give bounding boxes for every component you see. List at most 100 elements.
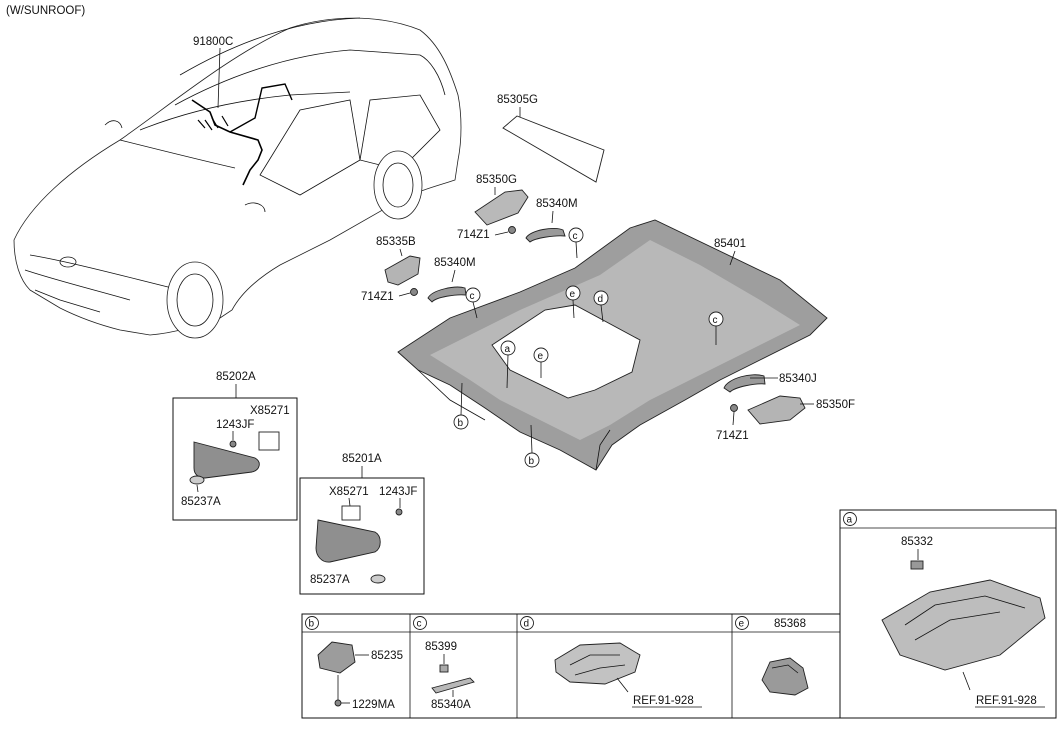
callout-a-1-text: a — [505, 344, 511, 355]
label-85350g: 85350G — [476, 174, 517, 186]
callout-c-2-text: c — [470, 291, 475, 302]
label-85202a: 85202A — [216, 371, 256, 383]
part-714z1-screw-b — [410, 288, 418, 296]
part-85237a-clip-a — [189, 475, 205, 485]
leader-a-1 — [506, 354, 509, 389]
detail-c-callout — [413, 616, 427, 630]
part-x85271-label-a — [258, 431, 280, 451]
detail-e-callout-text: e — [739, 619, 745, 630]
label-1243jf-a: 1243JF — [216, 419, 254, 431]
detail-a-lamp-lens — [910, 560, 924, 570]
callout-b-1-text: b — [458, 418, 464, 429]
leader-b-1 — [460, 382, 463, 416]
callout-e-2-text: e — [538, 351, 544, 362]
part-1243jf-screw-b — [395, 508, 403, 516]
label-85201a: 85201A — [342, 453, 382, 465]
detail-e-callout — [735, 616, 749, 630]
leader-e-1 — [572, 299, 575, 319]
part-85202a-sunvisor — [193, 441, 260, 479]
detail-d-ref: REF.91-928 — [633, 695, 694, 707]
callout-e-1-text: e — [570, 289, 576, 300]
leader-91800c — [217, 47, 221, 109]
callout-c-2 — [465, 287, 481, 303]
part-85335b-bracket — [384, 255, 421, 286]
label-85340j: 85340J — [779, 373, 817, 385]
detail-a-callout — [843, 512, 857, 526]
leader-85340m-b — [451, 269, 456, 283]
detail-c-callout-text: c — [417, 619, 422, 630]
sunroof-opening — [491, 304, 641, 399]
detail-d-ref-leader — [616, 677, 629, 693]
detail-b-hook — [317, 641, 356, 674]
label-714z1-b: 714Z1 — [361, 291, 394, 303]
detail-c-part-85340a: 85340A — [431, 699, 471, 711]
detail-a-overhead-console — [881, 579, 1046, 671]
leader-b-2 — [530, 424, 533, 454]
label-x85271-b: X85271 — [329, 486, 369, 498]
label-85305g: 85305G — [497, 94, 538, 106]
callout-c-1 — [568, 227, 584, 243]
label-85350f: 85350F — [816, 399, 855, 411]
leader-85340m-a — [551, 210, 554, 224]
callout-a-1 — [500, 340, 516, 356]
part-85201a-sunvisor — [315, 519, 381, 563]
part-85340j-grip — [723, 374, 766, 393]
leader-85401 — [729, 250, 736, 266]
part-85340m-grip-b — [427, 286, 467, 303]
detail-b-screw — [334, 699, 342, 707]
callout-c-1-text: c — [573, 231, 578, 242]
label-714z1-c: 714Z1 — [716, 430, 749, 442]
detail-d-lamp — [554, 642, 641, 685]
part-85237a-clip-b — [370, 574, 386, 584]
part-714z1-screw-a — [508, 226, 516, 234]
detail-c-cover — [431, 677, 475, 694]
callout-b-2-text: b — [529, 456, 535, 467]
detail-a-ref-leader — [962, 671, 971, 691]
label-1243jf-b: 1243JF — [379, 486, 417, 498]
part-85340m-grip-a — [525, 227, 566, 243]
detail-a-ref: REF.91-928 — [976, 695, 1037, 707]
detail-a-part-85332: 85332 — [901, 536, 933, 548]
part-85350g-bracket — [474, 189, 529, 226]
detail-b-part-1229ma: 1229MA — [352, 699, 395, 711]
part-1243jf-screw-a — [229, 440, 237, 448]
leader-c-1 — [575, 241, 578, 259]
callout-d-1-text: d — [598, 294, 604, 305]
label-85237a-b: 85237A — [310, 574, 350, 586]
box-85201a — [299, 477, 425, 595]
detail-c-clip — [439, 664, 449, 673]
detail-e-cap — [761, 657, 809, 696]
callout-d-1 — [593, 290, 609, 306]
part-714z1-screw-c — [730, 404, 738, 412]
callout-c-3-text: c — [713, 315, 718, 326]
label-91800c: 91800C — [193, 36, 233, 48]
leader-85237a-a — [196, 484, 199, 493]
variant-label: (W/SUNROOF) — [6, 5, 85, 17]
car-illustration — [13, 17, 462, 339]
label-85401: 85401 — [714, 238, 746, 250]
detail-b-callout — [305, 616, 319, 630]
detail-a-callout-text: a — [847, 515, 853, 526]
callout-b-2 — [524, 452, 540, 468]
label-714z1-a: 714Z1 — [457, 229, 490, 241]
detail-d-callout-text: d — [524, 619, 530, 630]
leader-714z1-a — [494, 231, 509, 236]
callout-e-2 — [533, 347, 549, 363]
detail-b-part-85235: 85235 — [371, 650, 403, 662]
label-85340m-a: 85340M — [536, 198, 578, 210]
leader-d-1 — [600, 304, 604, 323]
detail-b-callout-text: b — [309, 619, 315, 630]
callout-e-1 — [565, 285, 581, 301]
label-85237a-a: 85237A — [181, 496, 221, 508]
label-85335b: 85335B — [376, 236, 416, 248]
callout-c-3 — [708, 311, 724, 327]
leader-714z1-b — [398, 292, 411, 297]
detail-e-part-85368: 85368 — [774, 618, 806, 630]
part-85350f-bracket — [747, 395, 806, 425]
leader-x85271-b — [348, 497, 351, 507]
detail-c-part-85399: 85399 — [425, 641, 457, 653]
detail-table-box — [301, 613, 841, 719]
leader-714z1-c — [732, 411, 735, 426]
